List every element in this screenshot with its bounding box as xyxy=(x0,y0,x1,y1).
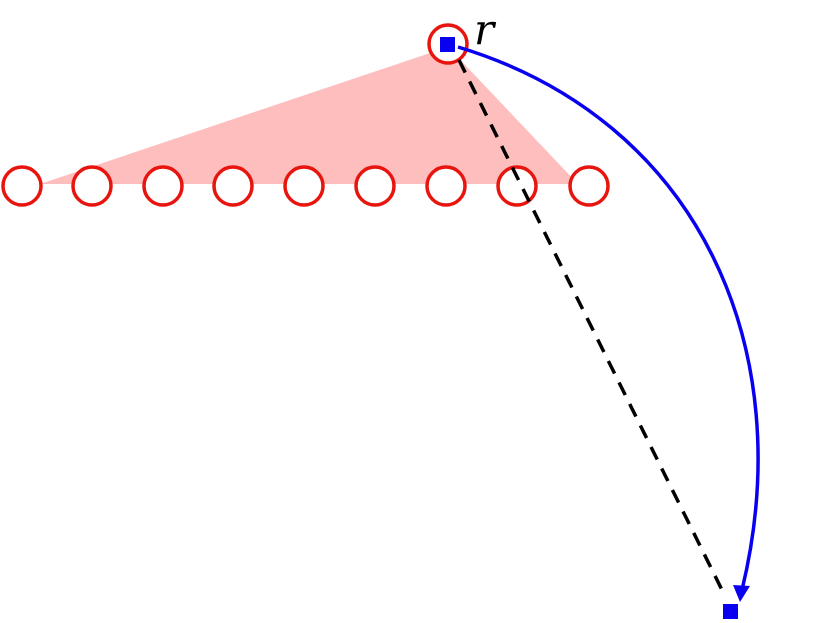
shaded-triangle xyxy=(40,47,578,184)
arrowhead-icon xyxy=(733,585,750,602)
row-node xyxy=(71,165,113,207)
square-marker-end xyxy=(723,604,738,619)
row-node xyxy=(354,165,396,207)
row-node xyxy=(212,165,254,207)
row-node xyxy=(425,165,467,207)
row-node xyxy=(283,165,325,207)
label-r: r xyxy=(474,5,497,54)
node-row xyxy=(1,165,610,207)
row-node xyxy=(496,165,538,207)
row-node xyxy=(142,165,184,207)
dashed-line xyxy=(457,59,726,595)
blue-arc xyxy=(457,45,760,591)
row-node xyxy=(568,165,610,207)
row-node xyxy=(1,165,43,207)
square-marker-start xyxy=(440,37,455,52)
